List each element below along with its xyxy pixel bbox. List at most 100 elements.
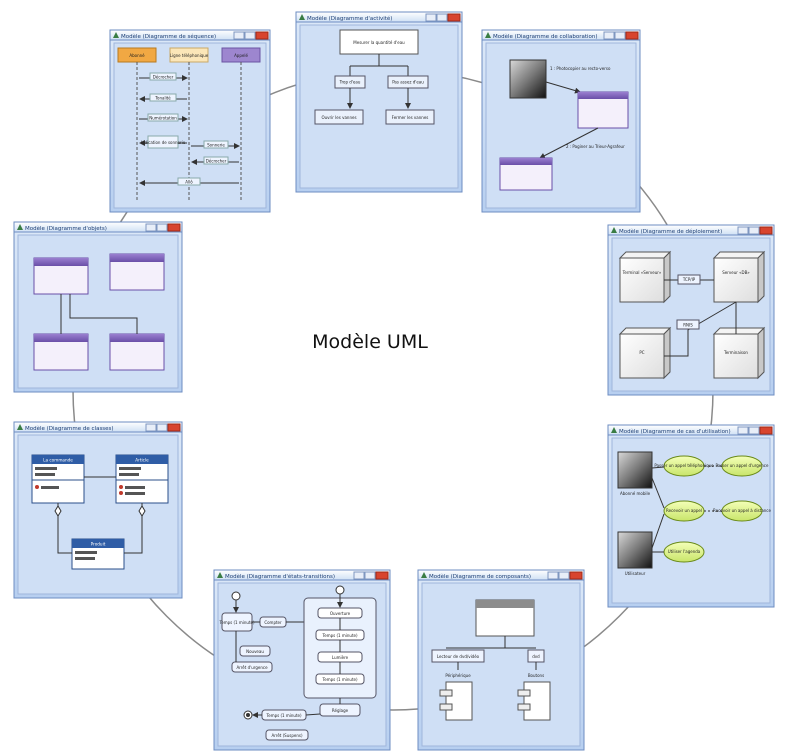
- message-label: Décrocher: [206, 159, 227, 164]
- app-icon: [17, 224, 23, 230]
- window-title: Modèle (Diagramme d'activité): [307, 15, 392, 22]
- node-label: PC: [639, 350, 644, 355]
- guard-label: Trop d'eau: [339, 80, 361, 85]
- node-label: Terminaison: [723, 350, 748, 355]
- state-label: Nouveau: [246, 649, 264, 654]
- window-title: Modèle (Diagramme d'états-transitions): [225, 573, 335, 580]
- state-label: Arrêt d'urgence: [236, 665, 268, 670]
- activity-start-label: Mesurer la quantité d'eau: [353, 40, 405, 45]
- class-name: La commande: [43, 458, 73, 463]
- action-label: Fermer les vannes: [392, 115, 429, 120]
- statechart-diagram-window[interactable]: Modèle (Diagramme d'états-transitions) T…: [213, 569, 391, 751]
- app-icon: [217, 572, 223, 578]
- minimize-button[interactable]: [737, 226, 749, 235]
- maximize-button[interactable]: [748, 226, 760, 235]
- center-title: Modèle UML: [312, 331, 428, 353]
- message-label: 1 : Photocopier au recto-verso: [550, 66, 611, 71]
- lifeline-label: Ligne téléphonique: [170, 53, 209, 58]
- maximize-button[interactable]: [244, 31, 256, 40]
- state-label: Ouverture: [330, 611, 351, 616]
- class-diagram-window[interactable]: Modèle (Diagramme de classes) La command…: [13, 421, 183, 599]
- minimize-button[interactable]: [145, 423, 157, 432]
- deployment-diagram-window[interactable]: Modèle (Diagramme de déploiement) Termin…: [607, 224, 775, 396]
- action-label: Ouvrir les vannes: [321, 115, 356, 120]
- activity-diagram-window[interactable]: Modèle (Diagramme d'activité) Mesurer la…: [295, 11, 463, 193]
- maximize-button[interactable]: [436, 13, 448, 22]
- node-label: Serveur «DB»: [722, 270, 750, 275]
- app-icon: [299, 14, 305, 20]
- class-name: Produit: [91, 542, 106, 547]
- close-button[interactable]: [167, 223, 181, 232]
- use-case-label: Recevoir un appel à distance: [713, 508, 771, 513]
- close-button[interactable]: [759, 426, 773, 435]
- state-label: Temps (1 minute): [218, 620, 255, 625]
- sequence-diagram-window[interactable]: Modèle (Diagramme de séquence) Abonné Li…: [109, 29, 271, 213]
- maximize-button[interactable]: [748, 426, 760, 435]
- message-label: Sonnerie: [207, 143, 225, 148]
- message-label: Tonalité: [154, 96, 171, 101]
- message-label: 2 : Paginer au Trieur-Agrafeur: [566, 144, 625, 149]
- minimize-button[interactable]: [233, 31, 245, 40]
- collaboration-diagram-window[interactable]: Modèle (Diagramme de collaboration) 1 : …: [481, 29, 641, 213]
- use-case-label: Passer un appel téléphonique: [654, 463, 714, 468]
- app-icon: [421, 572, 427, 578]
- close-button[interactable]: [759, 226, 773, 235]
- minimize-button[interactable]: [737, 426, 749, 435]
- node-label: Terminal «Serveur»: [622, 270, 662, 275]
- close-button[interactable]: [255, 31, 269, 40]
- state-label: Arrêt (Suspens): [271, 733, 303, 738]
- component-label: Boutons: [528, 673, 544, 678]
- guard-label: Pas assez d'eau: [392, 80, 424, 85]
- actor-photo: [617, 451, 653, 489]
- close-button[interactable]: [625, 31, 639, 40]
- close-button[interactable]: [569, 571, 583, 580]
- maximize-button[interactable]: [614, 31, 626, 40]
- maximize-button[interactable]: [558, 571, 570, 580]
- lifeline-label: Appelé: [234, 53, 248, 58]
- close-button[interactable]: [375, 571, 389, 580]
- state-label: Lumière: [332, 655, 349, 660]
- use-case-label: Passer un appel d'urgence: [716, 463, 769, 468]
- component-label: Lecteur de dvd/vidéo: [437, 654, 480, 659]
- message-label: Allô: [185, 180, 193, 185]
- minimize-button[interactable]: [353, 571, 365, 580]
- state-label: Temps (1 minute): [265, 713, 302, 718]
- window-title: Modèle (Diagramme de composants): [429, 573, 531, 580]
- maximize-button[interactable]: [156, 223, 168, 232]
- window-title: Modèle (Diagramme de collaboration): [493, 33, 598, 40]
- actor-photo: [509, 59, 547, 99]
- object-diagram-window[interactable]: Modèle (Diagramme d'objets): [13, 221, 183, 393]
- app-icon: [611, 427, 617, 433]
- minimize-button[interactable]: [547, 571, 559, 580]
- node-cube: [712, 250, 766, 304]
- window-title: Modèle (Diagramme d'objets): [25, 225, 107, 232]
- state-label: Réglage: [332, 708, 349, 713]
- window-title: Modèle (Diagramme de séquence): [121, 33, 216, 40]
- component-diagram-window[interactable]: Modèle (Diagramme de composants) Lecteur…: [417, 569, 585, 751]
- window-title: Modèle (Diagramme de déploiement): [619, 228, 722, 235]
- use-case-diagram-window[interactable]: Modèle (Diagramme de cas d'utilisation) …: [607, 424, 775, 608]
- link-label: TCP/IP: [682, 277, 696, 282]
- app-icon: [113, 32, 119, 38]
- node-cube: [618, 250, 672, 304]
- maximize-button[interactable]: [364, 571, 376, 580]
- component-label: Périphérique: [445, 673, 471, 678]
- use-case-label: Recevoir un appel: [666, 508, 702, 513]
- minimize-button[interactable]: [425, 13, 437, 22]
- close-button[interactable]: [447, 13, 461, 22]
- class-name: Article: [135, 458, 149, 463]
- state-label: Temps (1 minute): [321, 633, 358, 638]
- app-icon: [485, 32, 491, 38]
- component-label: dvd: [532, 654, 540, 659]
- maximize-button[interactable]: [156, 423, 168, 432]
- message-label: Décrocher: [153, 75, 174, 80]
- lifeline-label: Abonné: [129, 53, 145, 58]
- actor-label: Utilisateur: [625, 571, 646, 576]
- minimize-button[interactable]: [603, 31, 615, 40]
- minimize-button[interactable]: [145, 223, 157, 232]
- window-title: Modèle (Diagramme de cas d'utilisation): [619, 428, 731, 435]
- message-label: Indication de sonnerie: [141, 140, 186, 145]
- close-button[interactable]: [167, 423, 181, 432]
- link-label: RNIS: [683, 323, 693, 328]
